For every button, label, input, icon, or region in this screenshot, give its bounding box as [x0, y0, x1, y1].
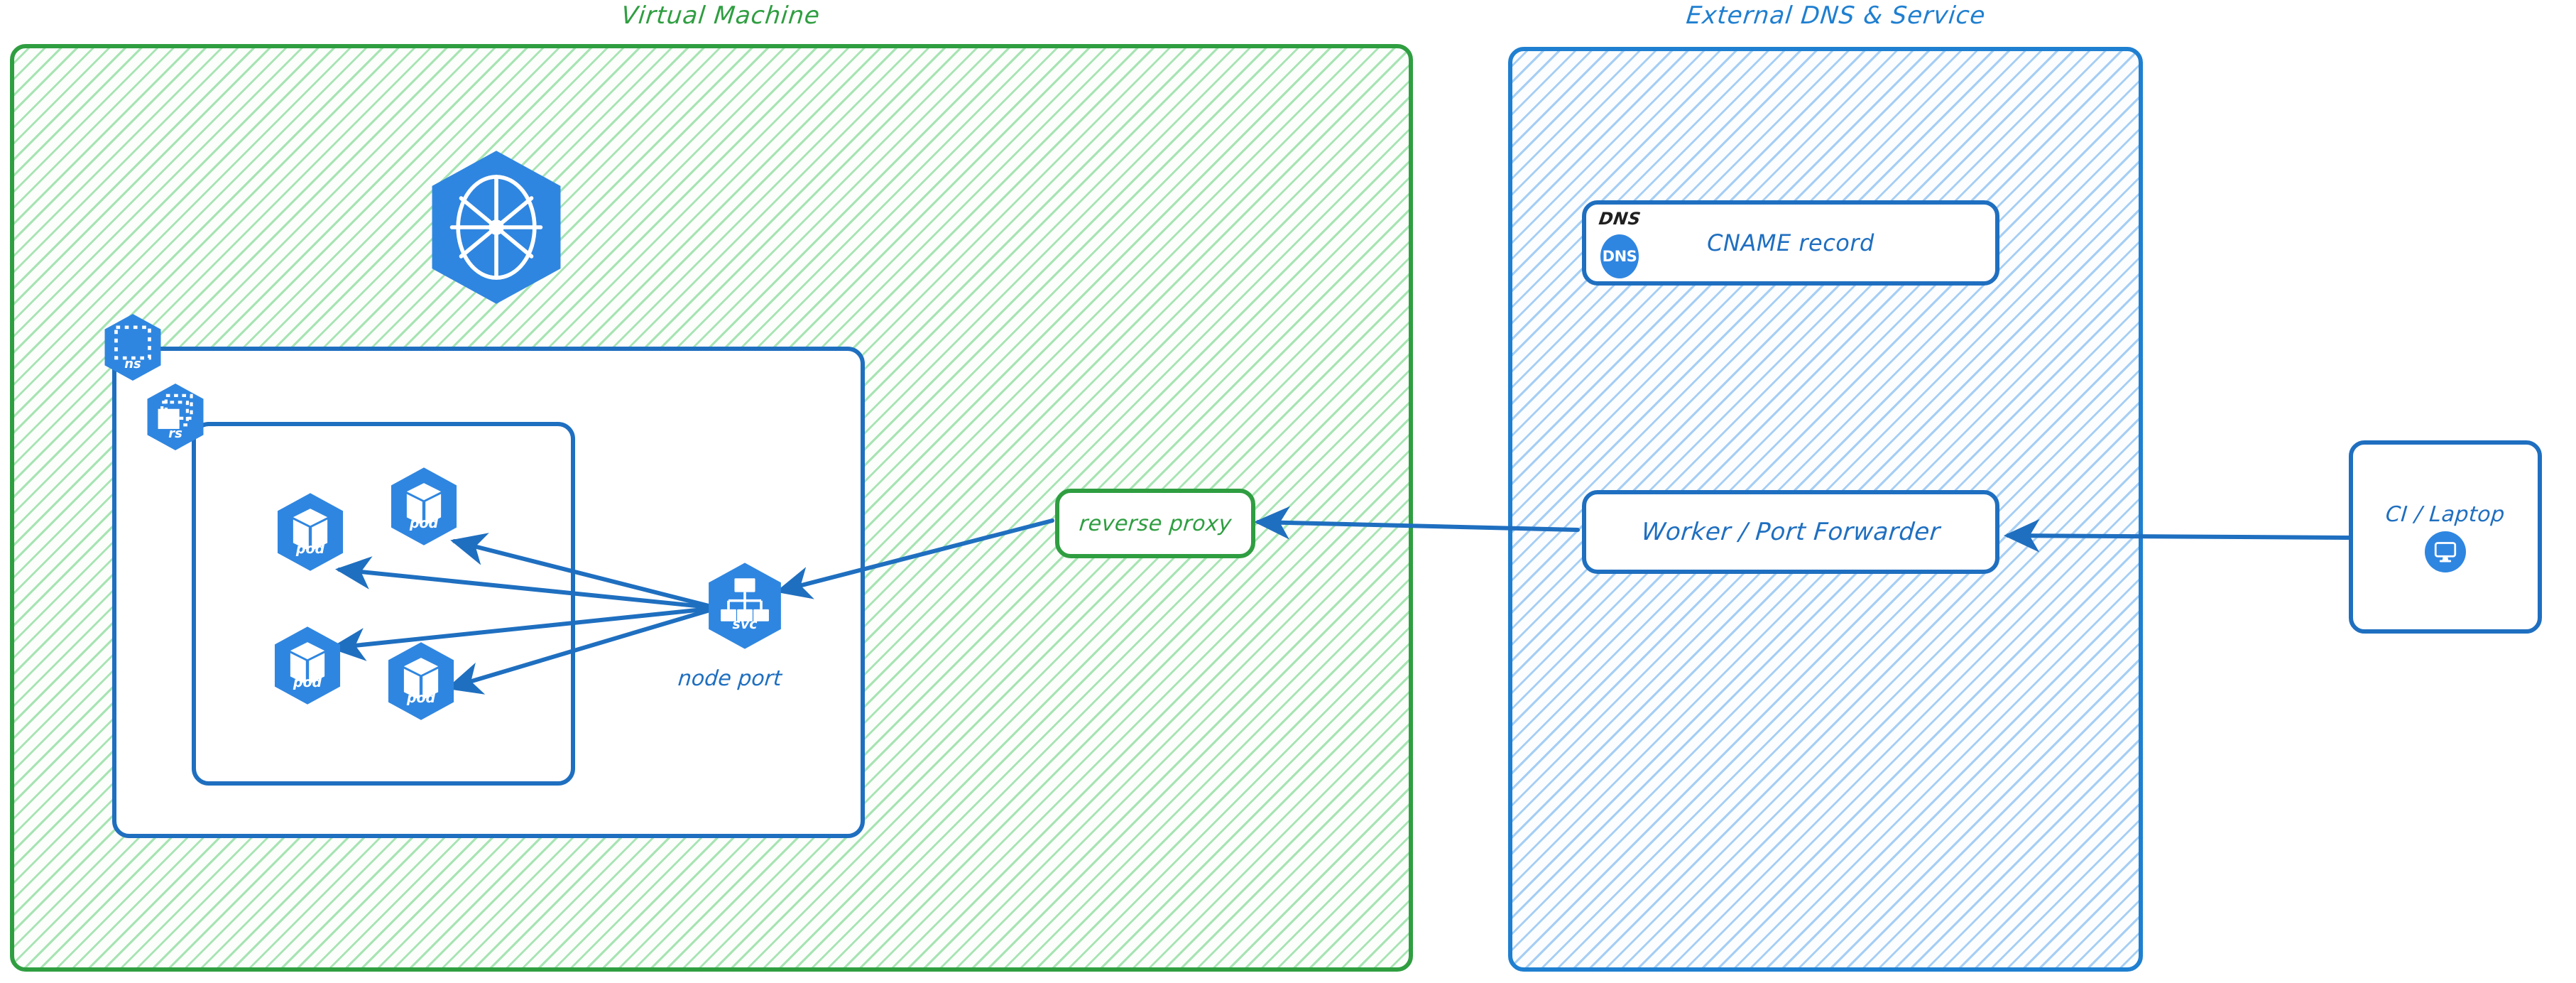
cname-record-label: CNAME record	[1707, 229, 1874, 256]
ci-laptop-label: CI / Laptop	[2384, 501, 2506, 527]
pod-icon-4: pod	[382, 641, 460, 722]
namespace-icon: ns	[99, 313, 166, 382]
dns-kicker-label: DNS	[1598, 209, 1642, 229]
kubernetes-helm-logo-icon	[419, 148, 574, 307]
worker-port-forwarder-label: Worker / Port Forwarder	[1640, 518, 1941, 546]
pod-icon-3: pod	[268, 625, 346, 706]
group-title-external-dns-service: External DNS & Service	[1684, 1, 1987, 30]
worker-port-forwarder-card[interactable]: Worker / Port Forwarder	[1582, 490, 1999, 574]
replicaset-icon: rs	[142, 382, 209, 452]
reverse-proxy-label: reverse proxy	[1078, 511, 1233, 536]
group-title-virtual-machine: Virtual Machine	[619, 1, 822, 30]
service-icon: svc	[702, 561, 788, 651]
dns-record-card[interactable]: DNS DNS CNAME record	[1582, 200, 1999, 286]
pod-icon-2: pod	[385, 466, 463, 547]
reverse-proxy-card[interactable]: reverse proxy	[1055, 489, 1255, 558]
node-port-label: node port	[677, 666, 783, 691]
desktop-monitor-icon	[2425, 531, 2466, 572]
dns-badge-icon: DNS	[1600, 234, 1639, 278]
ci-laptop-card[interactable]: CI / Laptop	[2349, 440, 2542, 634]
replicaset-container	[192, 422, 575, 786]
pod-icon-1: pod	[271, 492, 349, 572]
